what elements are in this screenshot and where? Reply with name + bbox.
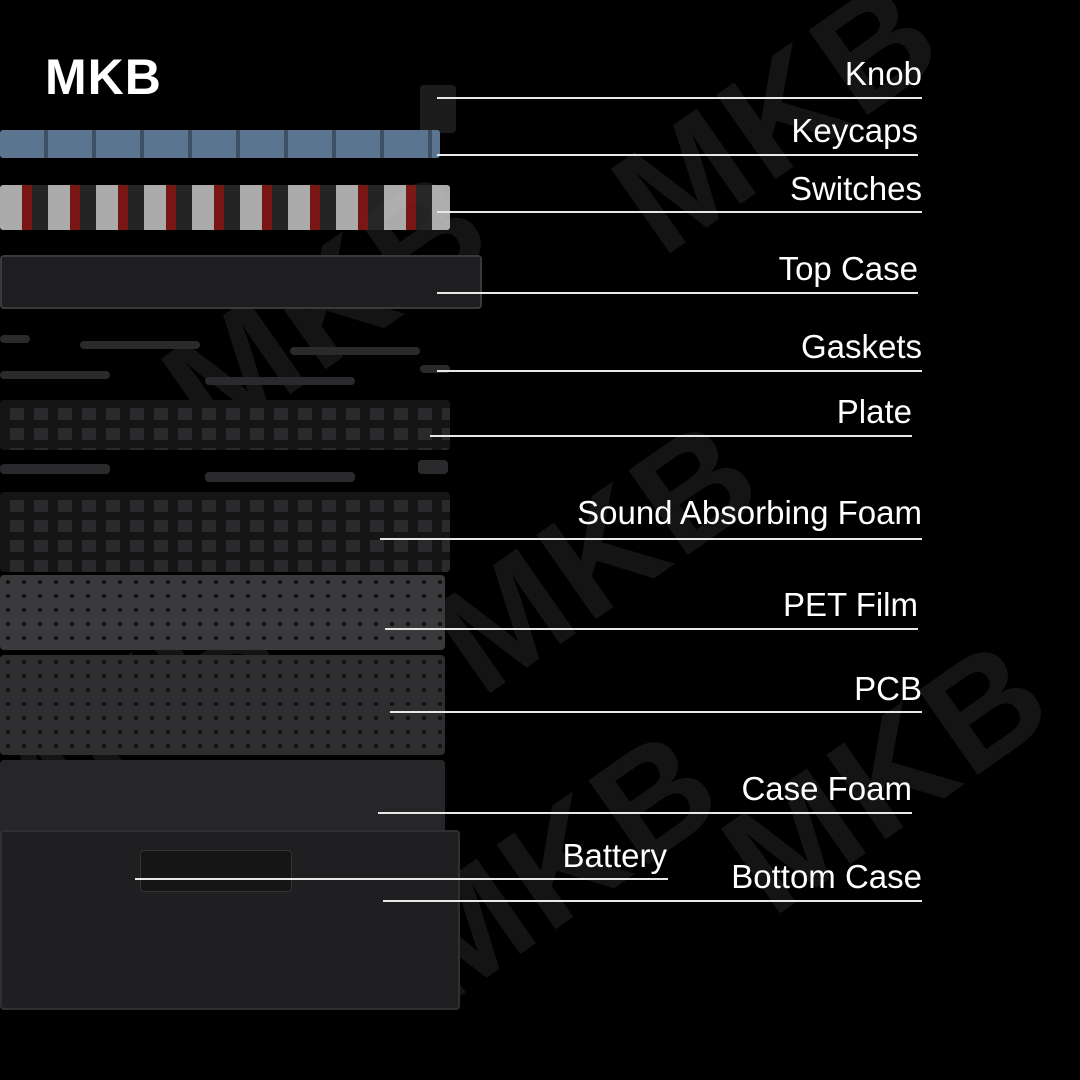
plate-graphic — [0, 400, 450, 450]
label-switches: Switches — [789, 170, 922, 207]
label-sound-foam: Sound Absorbing Foam — [577, 494, 922, 531]
label-pcb: PCB — [854, 670, 922, 707]
label-knob: Knob — [844, 55, 922, 92]
label-gaskets: Gaskets — [800, 328, 922, 365]
battery-graphic — [140, 850, 292, 892]
label-top-case: Top Case — [778, 250, 918, 287]
plate-gaskets-graphic — [0, 460, 450, 490]
label-pet-film: PET Film — [782, 586, 918, 623]
leader-line-keycaps — [437, 154, 918, 156]
leader-line-sound-foam — [380, 538, 922, 540]
sound-foam-graphic — [0, 492, 450, 572]
pet-film-graphic — [0, 575, 445, 650]
label-case-foam: Case Foam — [741, 770, 912, 807]
leader-line-pet-film — [385, 628, 918, 630]
label-plate: Plate — [836, 393, 912, 430]
leader-line-pcb — [390, 711, 922, 713]
leader-line-top-case — [437, 292, 918, 294]
brand-logo: MKB — [45, 49, 162, 105]
leader-line-case-foam — [378, 812, 912, 814]
gaskets-graphic — [0, 335, 450, 390]
leader-line-switches — [437, 211, 922, 213]
knob-graphic — [420, 85, 456, 133]
leader-line-battery — [135, 878, 668, 880]
label-keycaps: Keycaps — [791, 112, 918, 149]
pcb-graphic — [0, 655, 445, 755]
leader-line-gaskets — [437, 370, 922, 372]
leader-line-plate — [430, 435, 912, 437]
leader-line-knob — [437, 97, 922, 99]
watermark: MKB — [403, 384, 790, 726]
label-battery: Battery — [562, 837, 667, 874]
leader-line-bottom-case — [383, 900, 922, 902]
keycaps-graphic — [0, 130, 440, 158]
label-bottom-case: Bottom Case — [731, 858, 922, 895]
switches-graphic — [0, 185, 450, 230]
top-case-graphic — [0, 255, 482, 309]
